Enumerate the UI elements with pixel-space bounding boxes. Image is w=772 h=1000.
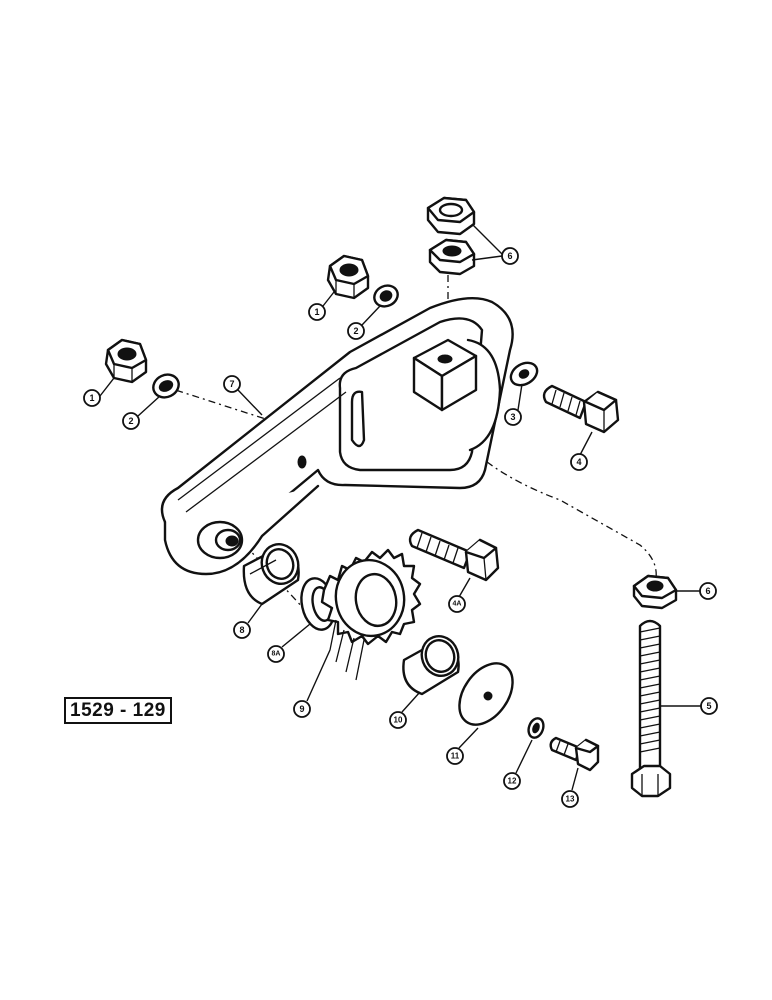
callout-4a: 4A [448,595,466,613]
svg-text:12: 12 [508,777,517,786]
hex-nut-lower [632,574,678,610]
svg-text:2: 2 [353,326,358,336]
callout-9: 9 [293,700,311,718]
cap-screw-4a [408,528,500,582]
hex-nut-upper [326,254,370,300]
svg-text:7: 7 [229,379,234,389]
svg-text:2: 2 [128,416,133,426]
svg-text:3: 3 [510,412,515,422]
callout-12: 12 [503,772,521,790]
svg-text:11: 11 [451,752,460,761]
svg-text:8: 8 [239,625,244,635]
svg-text:5: 5 [706,701,711,711]
callout-6-lower: 6 [699,582,717,600]
svg-text:4: 4 [576,457,581,467]
figure-id-label: 1529 - 129 [64,697,172,724]
callout-11: 11 [446,747,464,765]
svg-text:6: 6 [705,586,710,596]
svg-text:13: 13 [566,795,575,804]
svg-text:9: 9 [299,704,304,714]
callout-13: 13 [561,790,579,808]
callout-1-upper: 1 [308,303,326,321]
callout-6-upper: 6 [501,247,519,265]
svg-text:6: 6 [507,251,512,261]
callout-8: 8 [233,621,251,639]
callout-2-upper: 2 [347,322,365,340]
bushing-8 [242,543,300,606]
idler-sprocket-9 [320,548,422,681]
svg-text:1: 1 [314,307,319,317]
svg-text:4A: 4A [453,601,462,608]
callout-10: 10 [389,711,407,729]
jam-nut-middle [428,238,476,276]
leader-lines [99,223,702,791]
svg-text:1: 1 [89,393,94,403]
flat-washer-3 [509,361,539,387]
callout-4: 4 [570,453,588,471]
callout-8a: 8A [267,645,285,663]
callout-2-left: 2 [122,412,140,430]
adjusting-bolt-5 [630,619,672,798]
callout-3: 3 [504,408,522,426]
svg-text:8A: 8A [272,651,281,658]
lock-washer-upper [373,284,399,308]
callout-5: 5 [700,697,718,715]
flat-washer-11 [458,662,514,726]
bushing-10 [402,635,460,696]
cap-screw-4 [542,384,620,434]
jam-nut-top [426,196,476,236]
lock-washer-left [152,373,180,399]
lock-washer-12 [527,717,545,739]
callout-1-left: 1 [83,389,101,407]
adjuster-block [412,338,478,412]
swing-arm-bracket [160,297,514,576]
cap-screw-13 [549,736,600,772]
svg-text:10: 10 [394,716,403,725]
callout-7: 7 [223,375,241,393]
hex-nut-left [104,338,148,384]
